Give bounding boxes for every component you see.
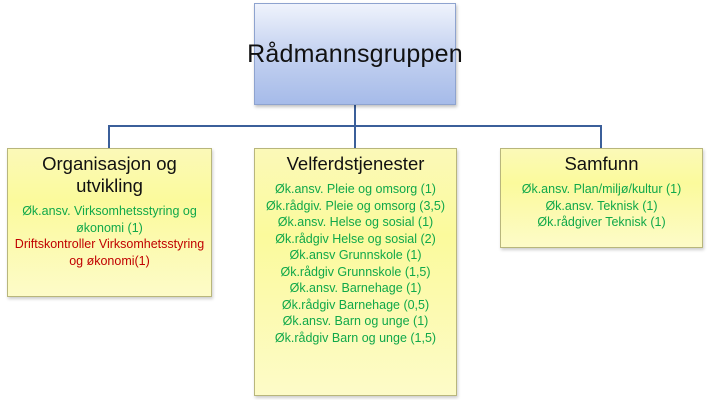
node-line: Driftskontroller Virksomhetsstyring og ø… (14, 237, 205, 268)
node-lines: Øk.ansv. Plan/miljø/kultur (1) Øk.ansv. … (501, 181, 702, 231)
root-node: Rådmannsgruppen (247, 3, 463, 105)
node-title: Velferdstjenester (286, 153, 425, 174)
node-line: Øk.ansv. Teknisk (1) (545, 198, 658, 213)
node-line: Øk.rådgiv Helse og sosial (2) (275, 231, 436, 246)
node-line: Øk.rådgiv Barnehage (0,5) (281, 297, 430, 312)
node-samfunn: Samfunn Øk.ansv. Plan/miljø/kultur (1) Ø… (500, 148, 703, 248)
node-lines: Øk.ansv. Virksomhetsstyring og økonomi (… (8, 203, 211, 269)
node-line: Øk.rådgiver Teknisk (1) (537, 215, 666, 229)
node-line: Øk.rådgiv Grunnskole (1,5) (280, 264, 431, 279)
node-line: Øk.ansv Grunnskole (1) (289, 248, 422, 262)
node-line: Øk.rådgiv. Pleie og omsorg (3,5) (265, 198, 445, 213)
node-velferdstjenester: Velferdstjenester Øk.ansv. Pleie og omso… (254, 148, 457, 396)
node-lines: Øk.ansv. Pleie og omsorg (1) Øk.rådgiv. … (255, 181, 456, 346)
node-line: Øk.ansv. Virksomhetsstyring og økonomi (… (22, 204, 197, 235)
node-organisasjon-og-utvikling: Organisasjon og utvikling Øk.ansv. Virks… (7, 148, 212, 297)
node-line: Øk.ansv. Helse og sosial (1) (277, 215, 434, 229)
node-line: Øk.ansv. Barn og unge (1) (282, 314, 429, 328)
node-line: Øk.ansv. Pleie og omsorg (1) (275, 182, 436, 196)
node-title: Samfunn (564, 153, 639, 174)
node-line: Øk.rådgiv Barn og unge (1,5) (274, 330, 437, 345)
root-node-title: Rådmannsgruppen (247, 39, 463, 68)
node-line: Øk.ansv. Plan/miljø/kultur (1) (521, 182, 682, 196)
node-title: Organisasjon og utvikling (42, 153, 177, 196)
node-line: Øk.ansv. Barnehage (1) (289, 281, 422, 295)
